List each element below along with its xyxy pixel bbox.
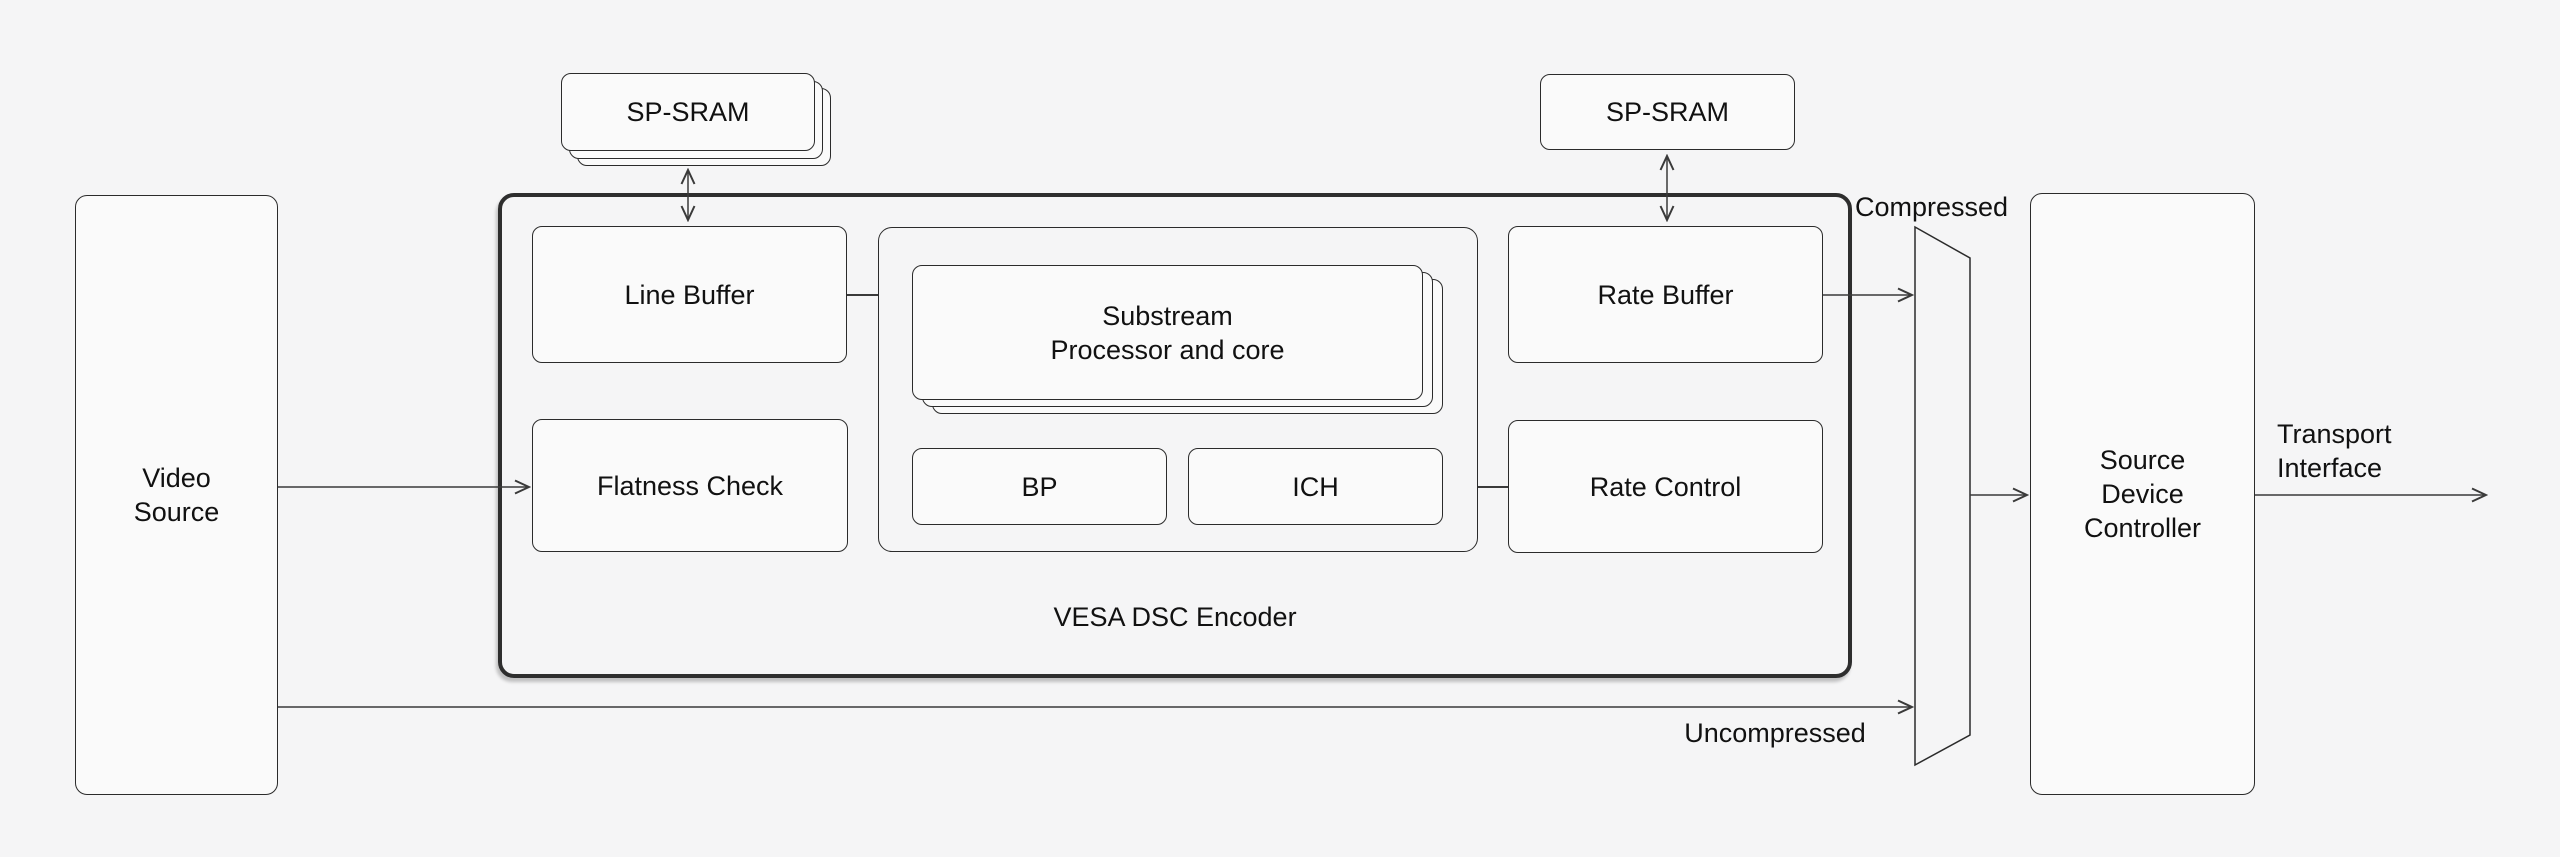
rate-control-box: Rate Control: [1508, 420, 1823, 553]
sdc-label-line3: Controller: [2083, 513, 2202, 543]
sp-sram-left-box: SP-SRAM: [561, 73, 815, 151]
line-buffer-label: Line Buffer: [624, 279, 755, 310]
substream-processor-box: Substream Processor and core: [912, 265, 1423, 400]
rate-control-label: Rate Control: [1589, 471, 1742, 502]
mux-shape: [1914, 225, 1971, 767]
bp-box: BP: [912, 448, 1167, 525]
vesa-dsc-encoder-container: [498, 193, 1852, 678]
bp-label: BP: [1021, 471, 1058, 502]
transport-interface-line2: Interface: [2277, 453, 2383, 483]
transport-interface-label: Transport Interface: [2277, 417, 2392, 485]
ich-label: ICH: [1292, 471, 1339, 502]
flatness-check-box: Flatness Check: [532, 419, 848, 552]
rate-buffer-box: Rate Buffer: [1508, 226, 1823, 363]
substream-group-container: [878, 227, 1478, 552]
source-device-controller-box: Source Device Controller: [2030, 193, 2255, 795]
compressed-label: Compressed: [1855, 192, 2009, 222]
vesa-dsc-encoder-label: VESA DSC Encoder: [1053, 602, 1297, 632]
ich-box: ICH: [1188, 448, 1443, 525]
rate-buffer-label: Rate Buffer: [1597, 279, 1734, 310]
sdc-label-line2: Device: [2101, 479, 2184, 509]
video-source-label-line1: Video: [142, 463, 211, 493]
sp-sram-right-label: SP-SRAM: [1605, 97, 1730, 127]
sp-sram-left-label: SP-SRAM: [626, 97, 750, 127]
substream-label-line2: Processor and core: [1050, 334, 1285, 365]
video-source-label-line2: Source: [133, 497, 220, 527]
line-buffer-box: Line Buffer: [532, 226, 847, 363]
video-source-box: Video Source: [75, 195, 278, 795]
sp-sram-right-box: SP-SRAM: [1540, 74, 1795, 150]
flatness-check-label: Flatness Check: [596, 470, 784, 501]
sdc-label-line1: Source: [2099, 445, 2186, 475]
substream-label-line1: Substream: [1102, 300, 1233, 331]
uncompressed-label: Uncompressed: [1684, 718, 1866, 748]
transport-interface-line1: Transport: [2277, 419, 2392, 449]
